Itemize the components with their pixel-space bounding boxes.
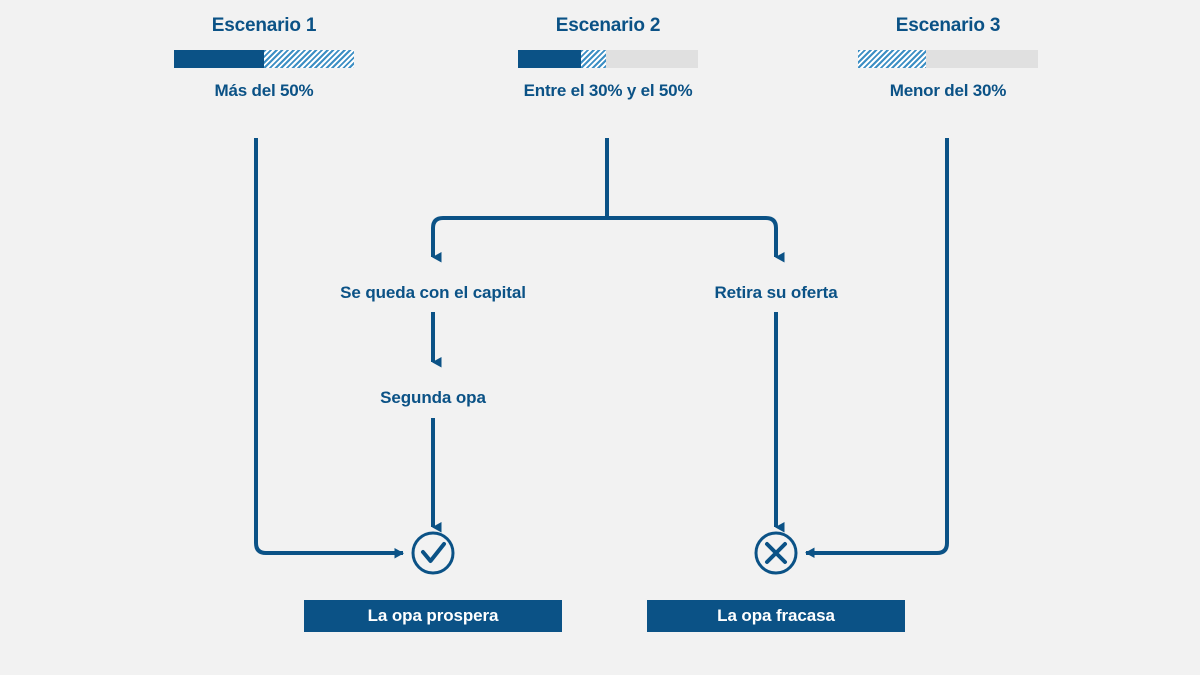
node-withdraw-offer: Retira su oferta [714, 283, 838, 302]
scenario-3-bar [858, 50, 1038, 68]
scenario-1-threshold-label: Más del 50% [214, 81, 314, 100]
scenario-3-bar-hatch [858, 50, 927, 68]
scenario-1-bar-hatch [264, 50, 354, 68]
path-scenario1-to-success [254, 138, 404, 559]
path-scenario3-to-failure [805, 138, 949, 558]
path-scenario2-branch-left [431, 216, 607, 263]
scenario-3-threshold-label: Menor del 30% [889, 81, 1007, 100]
outcome-failure-bar: La opa fracasa [647, 600, 905, 632]
scenario-2-threshold-label: Entre el 30% y el 50% [523, 81, 693, 100]
scenario-1-bar [174, 50, 354, 68]
node-second-offer: Segunda opa [380, 388, 486, 407]
scenario-2-bar-hatch [581, 50, 607, 68]
scenario-2-bar [518, 50, 698, 68]
check-circle-icon [411, 531, 455, 575]
scenario-1-bar-solid [174, 50, 264, 68]
outcome-success-bar: La opa prospera [304, 600, 562, 632]
scenario-column-2: Escenario 2 Entre el 30% y el 50% [478, 14, 738, 101]
scenario-1-title: Escenario 1 [211, 15, 317, 36]
x-circle-icon [754, 531, 798, 575]
scenario-column-1: Escenario 1 Más del 50% [134, 14, 394, 101]
scenario-3-title: Escenario 3 [895, 15, 1001, 36]
path-scenario2-branch-right [607, 216, 785, 263]
scenario-2-bar-solid [518, 50, 581, 68]
scenario-2-title: Escenario 2 [555, 15, 661, 36]
scenario-column-3: Escenario 3 Menor del 30% [818, 14, 1078, 101]
node-keep-capital: Se queda con el capital [340, 283, 526, 302]
